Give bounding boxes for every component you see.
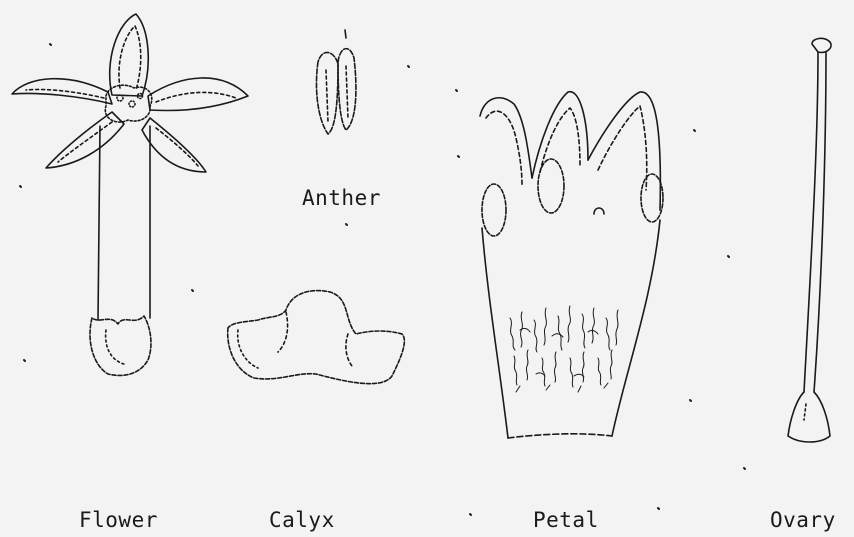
- petal-drawing: [480, 92, 663, 438]
- ovary-drawing: [788, 38, 831, 442]
- petal-label: Petal: [533, 508, 599, 532]
- flower-label: Flower: [79, 508, 158, 532]
- paper-specks: [20, 44, 745, 515]
- flower-drawing: [12, 14, 248, 375]
- anther-drawing: [316, 30, 355, 134]
- calyx-drawing: [228, 291, 405, 384]
- calyx-label: Calyx: [269, 508, 335, 532]
- petal-hairs: [510, 306, 618, 392]
- anther-label: Anther: [302, 186, 381, 210]
- ovary-label: Ovary: [770, 508, 836, 532]
